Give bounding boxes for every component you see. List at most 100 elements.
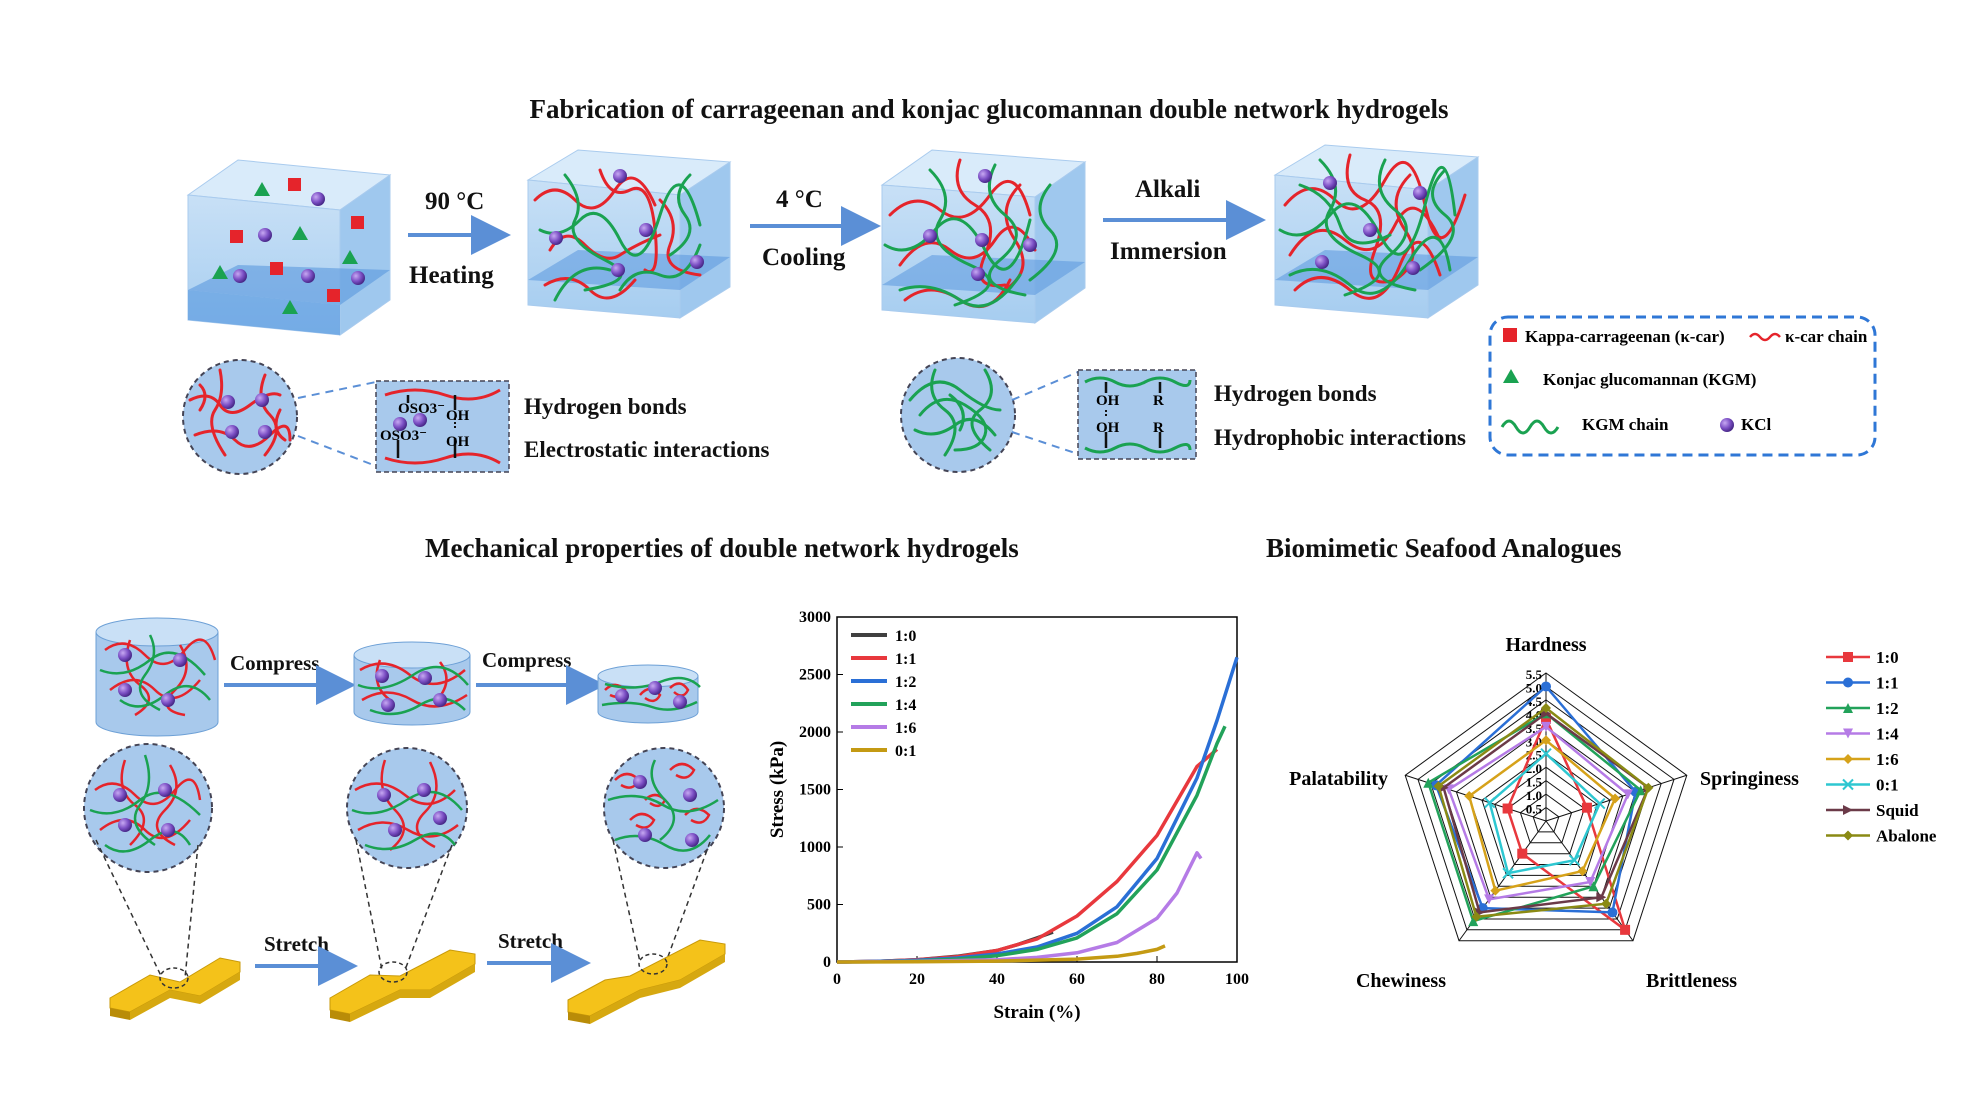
radar-legend-label: Abalone xyxy=(1876,827,1937,846)
cube-immersed xyxy=(1273,144,1480,319)
step3-action: Immersion xyxy=(1110,238,1227,265)
cube-initial xyxy=(186,159,392,336)
kcar-squares xyxy=(230,178,364,302)
marker xyxy=(1502,867,1514,879)
radar-axis-label: Springiness xyxy=(1700,768,1799,790)
dogbone-2 xyxy=(329,949,476,1022)
marker xyxy=(1843,805,1853,815)
y-tick-label: 1000 xyxy=(799,839,831,856)
compress-label-2: Compress xyxy=(482,648,572,672)
sensory-radar-chart: 0.51.01.52.02.53.03.54.04.55.05.5Hardnes… xyxy=(1289,634,1937,992)
marker xyxy=(1471,911,1482,922)
mech-zoom-1 xyxy=(83,743,213,873)
radar-series-Abalone xyxy=(1437,706,1650,919)
marker xyxy=(1464,791,1475,802)
x-tick-label: 20 xyxy=(909,971,925,988)
radar-legend-label: Squid xyxy=(1876,801,1919,820)
radar-grid-ring xyxy=(1404,672,1688,942)
mech-cylinder-3 xyxy=(597,664,701,724)
cube-cooled xyxy=(880,149,1087,324)
plot-frame xyxy=(836,616,1238,963)
radar-tick-label: 2.0 xyxy=(1526,761,1542,776)
legend-kcar-chain: κ-car chain xyxy=(1785,327,1868,346)
radar-tick-label: 1.5 xyxy=(1526,775,1543,790)
marker xyxy=(1568,854,1581,866)
kcar-chain-icon xyxy=(1749,332,1781,342)
marker xyxy=(1502,803,1513,814)
left-interaction-2: Electrostatic interactions xyxy=(524,437,770,462)
radar-legend-label: 1:6 xyxy=(1876,750,1899,769)
y-tick-label: 0 xyxy=(823,954,831,971)
chem-right-4: R xyxy=(1153,420,1164,436)
right-interaction-2: Hydrophobic interactions xyxy=(1214,425,1466,450)
radar-legend-label: 1:1 xyxy=(1876,674,1899,693)
zoom-circle-carrageenan xyxy=(182,359,298,475)
radar-axis-label: Brittleness xyxy=(1646,970,1737,992)
radar-tick-label: 1.0 xyxy=(1526,788,1542,803)
legend-label: 1:1 xyxy=(895,651,916,668)
x-tick-label: 80 xyxy=(1149,971,1165,988)
legend-label: 1:4 xyxy=(895,697,916,714)
kgm-triangle-icon xyxy=(1503,369,1519,383)
radar-tick-label: 0.5 xyxy=(1526,802,1543,817)
step2-temperature: 4 °C xyxy=(776,186,823,213)
radar-legend-label: 0:1 xyxy=(1876,776,1899,795)
cube-heated xyxy=(526,149,732,319)
marker xyxy=(1596,892,1607,903)
chem-right-3: OH xyxy=(1096,420,1120,436)
marker xyxy=(1541,713,1551,724)
chem-box-right: OH R OH R xyxy=(1077,369,1197,460)
y-tick-label: 500 xyxy=(807,897,831,914)
marker xyxy=(1517,848,1528,859)
radar-grid-ring xyxy=(1532,806,1560,833)
legend-kcl: KCl xyxy=(1741,415,1772,434)
legend-label: 1:2 xyxy=(895,674,916,691)
mech-cylinder-2 xyxy=(353,641,471,726)
kgm-triangles xyxy=(212,182,358,314)
marker xyxy=(1581,802,1592,813)
dogbone-3 xyxy=(567,939,726,1024)
step2-action: Cooling xyxy=(762,244,846,271)
chem-left-1: OSO3⁻ xyxy=(398,401,445,417)
x-tick-label: 0 xyxy=(833,971,841,988)
radar-grid-ring xyxy=(1481,753,1611,876)
marker xyxy=(1588,881,1599,892)
chem-right-2: R xyxy=(1153,393,1164,409)
marker xyxy=(1635,785,1646,796)
radar-axis-label: Chewiness xyxy=(1356,970,1446,992)
radar-grid-ring xyxy=(1417,685,1675,931)
marker xyxy=(1842,778,1854,791)
chem-left-4: OH xyxy=(446,434,470,450)
marker xyxy=(1843,754,1853,764)
legend-label: 1:6 xyxy=(895,720,916,737)
mech-cylinder-1 xyxy=(95,617,219,737)
kgm-chain-icon xyxy=(1500,419,1560,435)
x-tick-label: 100 xyxy=(1225,971,1249,988)
marker xyxy=(1468,916,1479,927)
radar-tick-label: 4.5 xyxy=(1526,694,1543,709)
zoom-lines xyxy=(95,839,711,981)
marker xyxy=(1577,866,1588,877)
marker xyxy=(1541,681,1551,692)
step3-reagent: Alkali xyxy=(1135,176,1201,203)
radar-series-1:2 xyxy=(1426,711,1643,923)
radar-grid-ring xyxy=(1519,793,1573,844)
x-tick-label: 40 xyxy=(989,971,1005,988)
marker xyxy=(1610,793,1621,804)
fabrication-title: Fabrication of carrageenan and konjac gl… xyxy=(529,94,1449,124)
marker xyxy=(1541,735,1551,746)
compress-label-1: Compress xyxy=(230,651,320,675)
step1-action: Heating xyxy=(409,262,494,289)
marker xyxy=(1643,782,1654,793)
y-tick-label: 2000 xyxy=(799,724,831,741)
legend-kgm-chain: KGM chain xyxy=(1582,415,1669,434)
right-interaction-1: Hydrogen bonds xyxy=(1214,381,1377,406)
mech-zoom-3 xyxy=(603,747,725,869)
marker xyxy=(1601,898,1612,909)
legend-label: 0:1 xyxy=(895,743,916,760)
marker xyxy=(1433,781,1444,792)
radar-series-0:1 xyxy=(1488,752,1602,875)
x-tick-label: 60 xyxy=(1069,971,1085,988)
marker xyxy=(1622,789,1633,800)
